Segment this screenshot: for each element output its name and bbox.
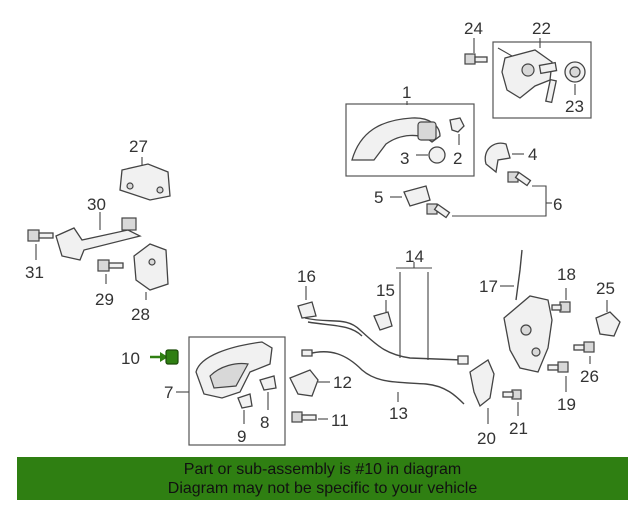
callout-21: 21 [509, 419, 528, 438]
callout-28: 28 [131, 305, 150, 324]
callout-13: 13 [389, 404, 408, 423]
screw-11: 11 [291, 411, 349, 430]
cables: 14 13 15 16 [297, 247, 469, 423]
callout-9: 9 [237, 427, 246, 446]
bolt-24 [464, 53, 488, 65]
callout-6: 6 [553, 195, 562, 214]
callout-5: 5 [374, 188, 383, 207]
outside-handle-group: 1 2 3 [345, 83, 475, 177]
callout-2: 2 [453, 149, 462, 168]
callout-31: 31 [25, 263, 44, 282]
callout-19: 19 [557, 395, 576, 414]
callout-3: 3 [400, 149, 409, 168]
cover-12: 12 [289, 369, 352, 397]
part-10-highlighted[interactable]: 10 [121, 349, 179, 368]
cap [428, 146, 446, 164]
callout-24: 24 [464, 19, 483, 38]
clip-5: 5 [374, 185, 431, 207]
callout-30: 30 [87, 195, 106, 214]
callout-11: 11 [331, 411, 349, 430]
bracket-4: 4 [484, 142, 537, 174]
latch-assembly: 17 20 21 18 19 25 26 [469, 249, 621, 448]
callout-26: 26 [580, 367, 599, 386]
callout-10: 10 [121, 349, 140, 368]
callout-15: 15 [376, 281, 395, 300]
callout-25: 25 [596, 279, 615, 298]
callout-20: 20 [477, 429, 496, 448]
check-strap-30: 30 [55, 195, 142, 261]
banner-line-1: Part or sub-assembly is #10 in diagram [183, 461, 462, 478]
inside-handle-group: 7 9 8 [164, 336, 286, 446]
callout-12: 12 [333, 373, 352, 392]
bolt-29: 29 [95, 259, 124, 309]
banner-line-2: Diagram may not be specific to your vehi… [167, 480, 478, 497]
callout-27: 27 [129, 137, 148, 156]
hinge-27: 27 [119, 137, 171, 201]
callout-14: 14 [405, 247, 424, 266]
callout-16: 16 [297, 267, 316, 286]
callout-8: 8 [260, 413, 269, 432]
bolts-6: 6 [426, 171, 562, 219]
lock-cylinder-group: 22 23 24 [464, 19, 592, 119]
callout-29: 29 [95, 290, 114, 309]
callout-4: 4 [528, 145, 537, 164]
callout-17: 17 [479, 277, 498, 296]
bolt-31: 31 [25, 229, 54, 282]
callout-7: 7 [164, 383, 173, 402]
highlighted-part-10[interactable] [165, 349, 179, 365]
callout-22: 22 [532, 19, 551, 38]
callout-1: 1 [402, 83, 411, 102]
callout-18: 18 [557, 265, 576, 284]
seal [449, 117, 465, 133]
callout-23: 23 [565, 97, 584, 116]
info-banner: Part or sub-assembly is #10 in diagram D… [17, 457, 628, 500]
hinge-28: 28 [131, 243, 169, 324]
key [538, 61, 558, 75]
